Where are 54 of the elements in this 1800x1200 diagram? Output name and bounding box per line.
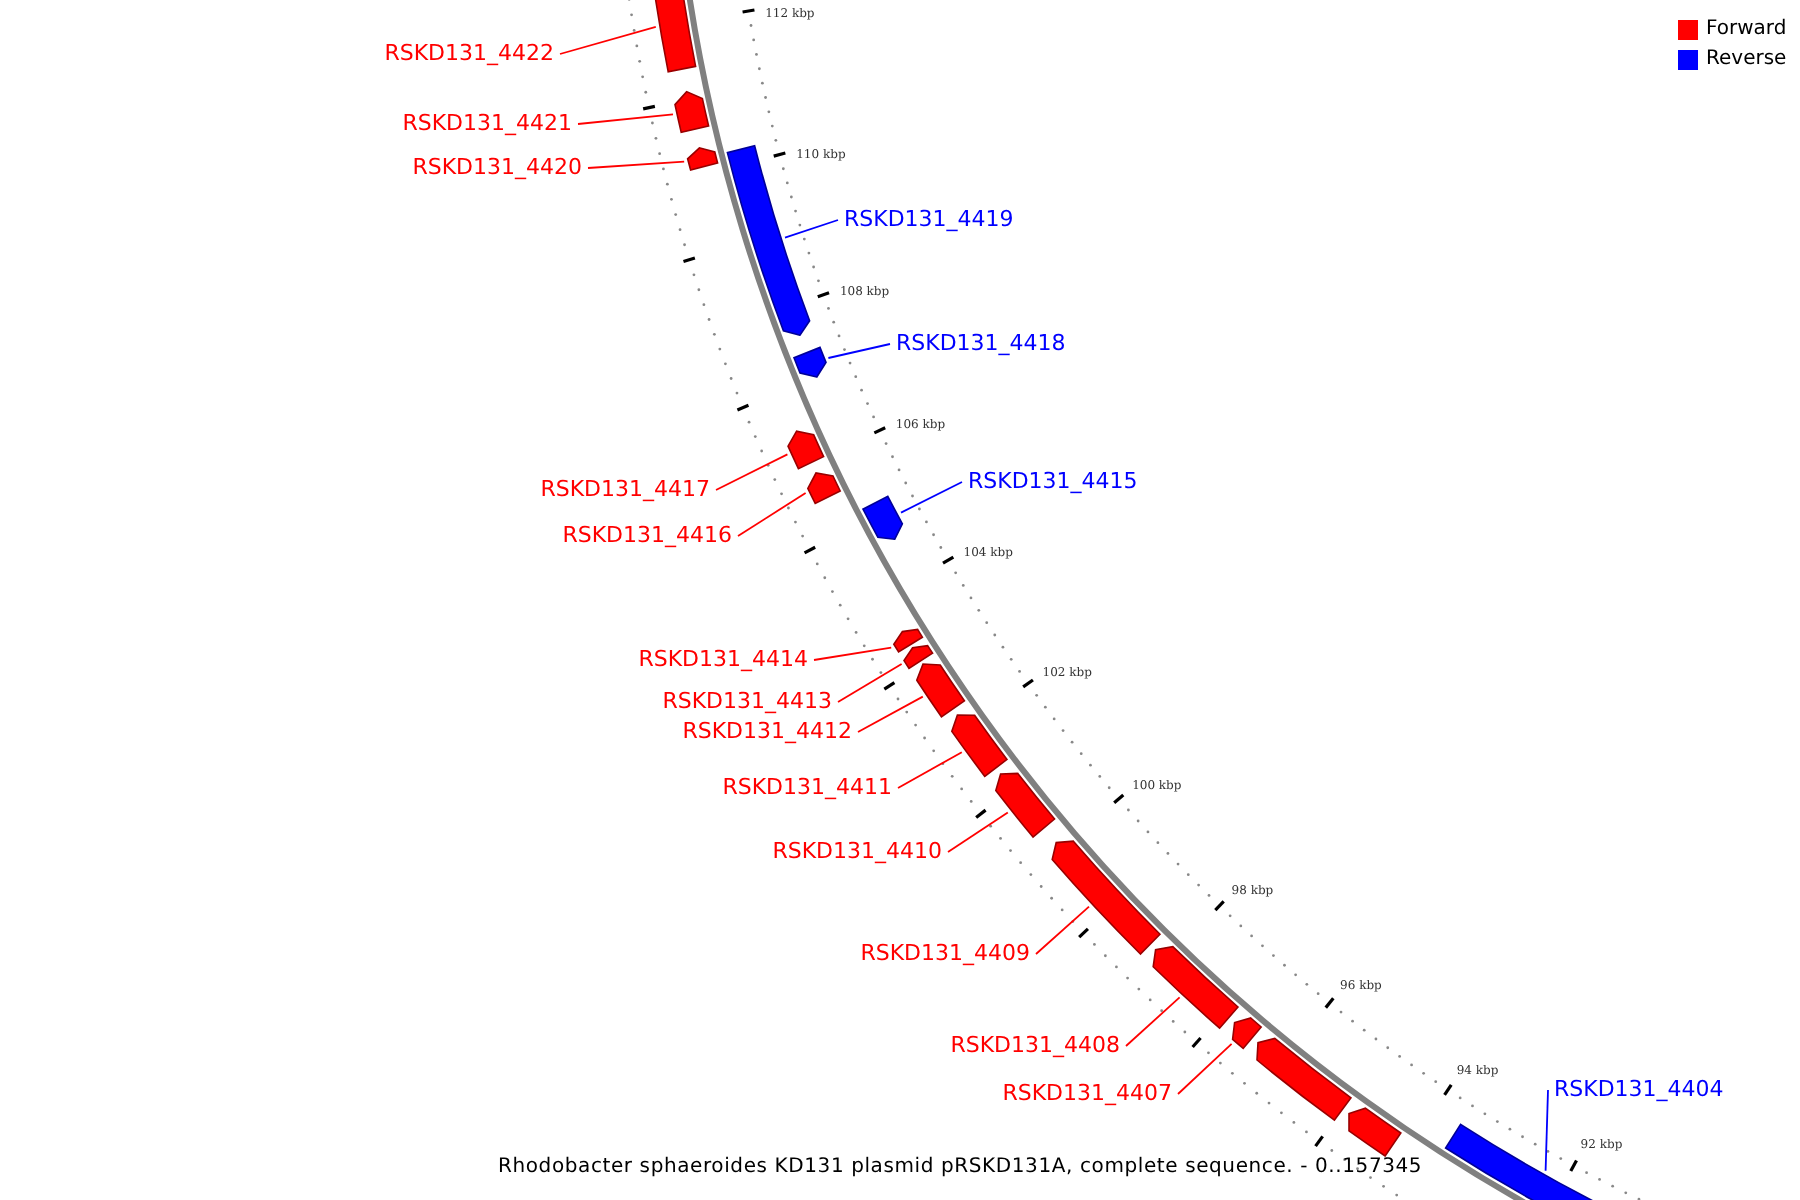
gene-label: RSKD131_4422 <box>384 40 554 68</box>
gene-block <box>1231 1017 1262 1050</box>
gene-block <box>862 495 904 540</box>
gene-block <box>793 346 827 378</box>
gene-label: RSKD131_4419 <box>844 206 1014 234</box>
gene-block <box>1152 945 1239 1029</box>
gene-block <box>893 628 924 653</box>
gene-block <box>1256 1037 1352 1121</box>
gene-label: RSKD131_4407 <box>1002 1080 1172 1108</box>
gene-block <box>787 430 825 470</box>
gene-label: RSKD131_4416 <box>562 522 732 550</box>
leader-line <box>813 646 893 661</box>
gene-label: RSKD131_4421 <box>402 110 572 138</box>
leader-line <box>827 343 891 359</box>
gene-label: RSKD131_4404 <box>1554 1076 1724 1104</box>
leader-line <box>897 751 963 789</box>
leader-line <box>1035 905 1090 955</box>
gene-label: RSKD131_4408 <box>950 1032 1120 1060</box>
leader-line <box>857 695 924 733</box>
caption: Rhodobacter sphaeroides KD131 plasmid pRSKD131A, complete sequence. - 0..157345 <box>498 1156 1423 1178</box>
gene-label: RSKD131_4409 <box>860 940 1030 968</box>
leader-line <box>1125 996 1181 1047</box>
gene-label: RSKD131_4417 <box>540 476 710 504</box>
leader-line <box>577 113 674 125</box>
leader-line <box>587 160 686 169</box>
gene-label: RSKD131_4414 <box>638 646 808 674</box>
gene-block <box>653 0 697 73</box>
gene-label: RSKD131_4415 <box>968 468 1138 496</box>
gene-label: RSKD131_4410 <box>772 838 942 866</box>
gene-label: RSKD131_4420 <box>412 154 582 182</box>
leader-line <box>784 219 839 239</box>
leader-line <box>947 811 1009 853</box>
leader-line <box>900 481 963 514</box>
gene-block <box>995 772 1056 838</box>
gene-block <box>686 147 719 171</box>
legend-label: Forward <box>1706 18 1787 42</box>
gene-block <box>951 714 1008 778</box>
leader-line <box>559 25 657 55</box>
gene-block <box>1348 1107 1402 1157</box>
leader-line <box>737 492 807 537</box>
gene-block <box>916 663 966 718</box>
gene-label: RSKD131_4412 <box>682 718 852 746</box>
leader-line <box>1544 1089 1549 1172</box>
gene-label: RSKD131_4411 <box>722 774 892 802</box>
gene-block <box>903 644 934 670</box>
leader-line <box>715 453 789 491</box>
gene-block <box>674 90 710 134</box>
leader-line <box>837 663 903 703</box>
gene-label: RSKD131_4413 <box>662 688 832 716</box>
gene-label: RSKD131_4418 <box>896 330 1066 358</box>
legend-label: Reverse <box>1706 48 1787 72</box>
gene-block <box>1051 840 1161 955</box>
leader-line <box>1177 1042 1233 1095</box>
gene-block <box>807 472 841 505</box>
